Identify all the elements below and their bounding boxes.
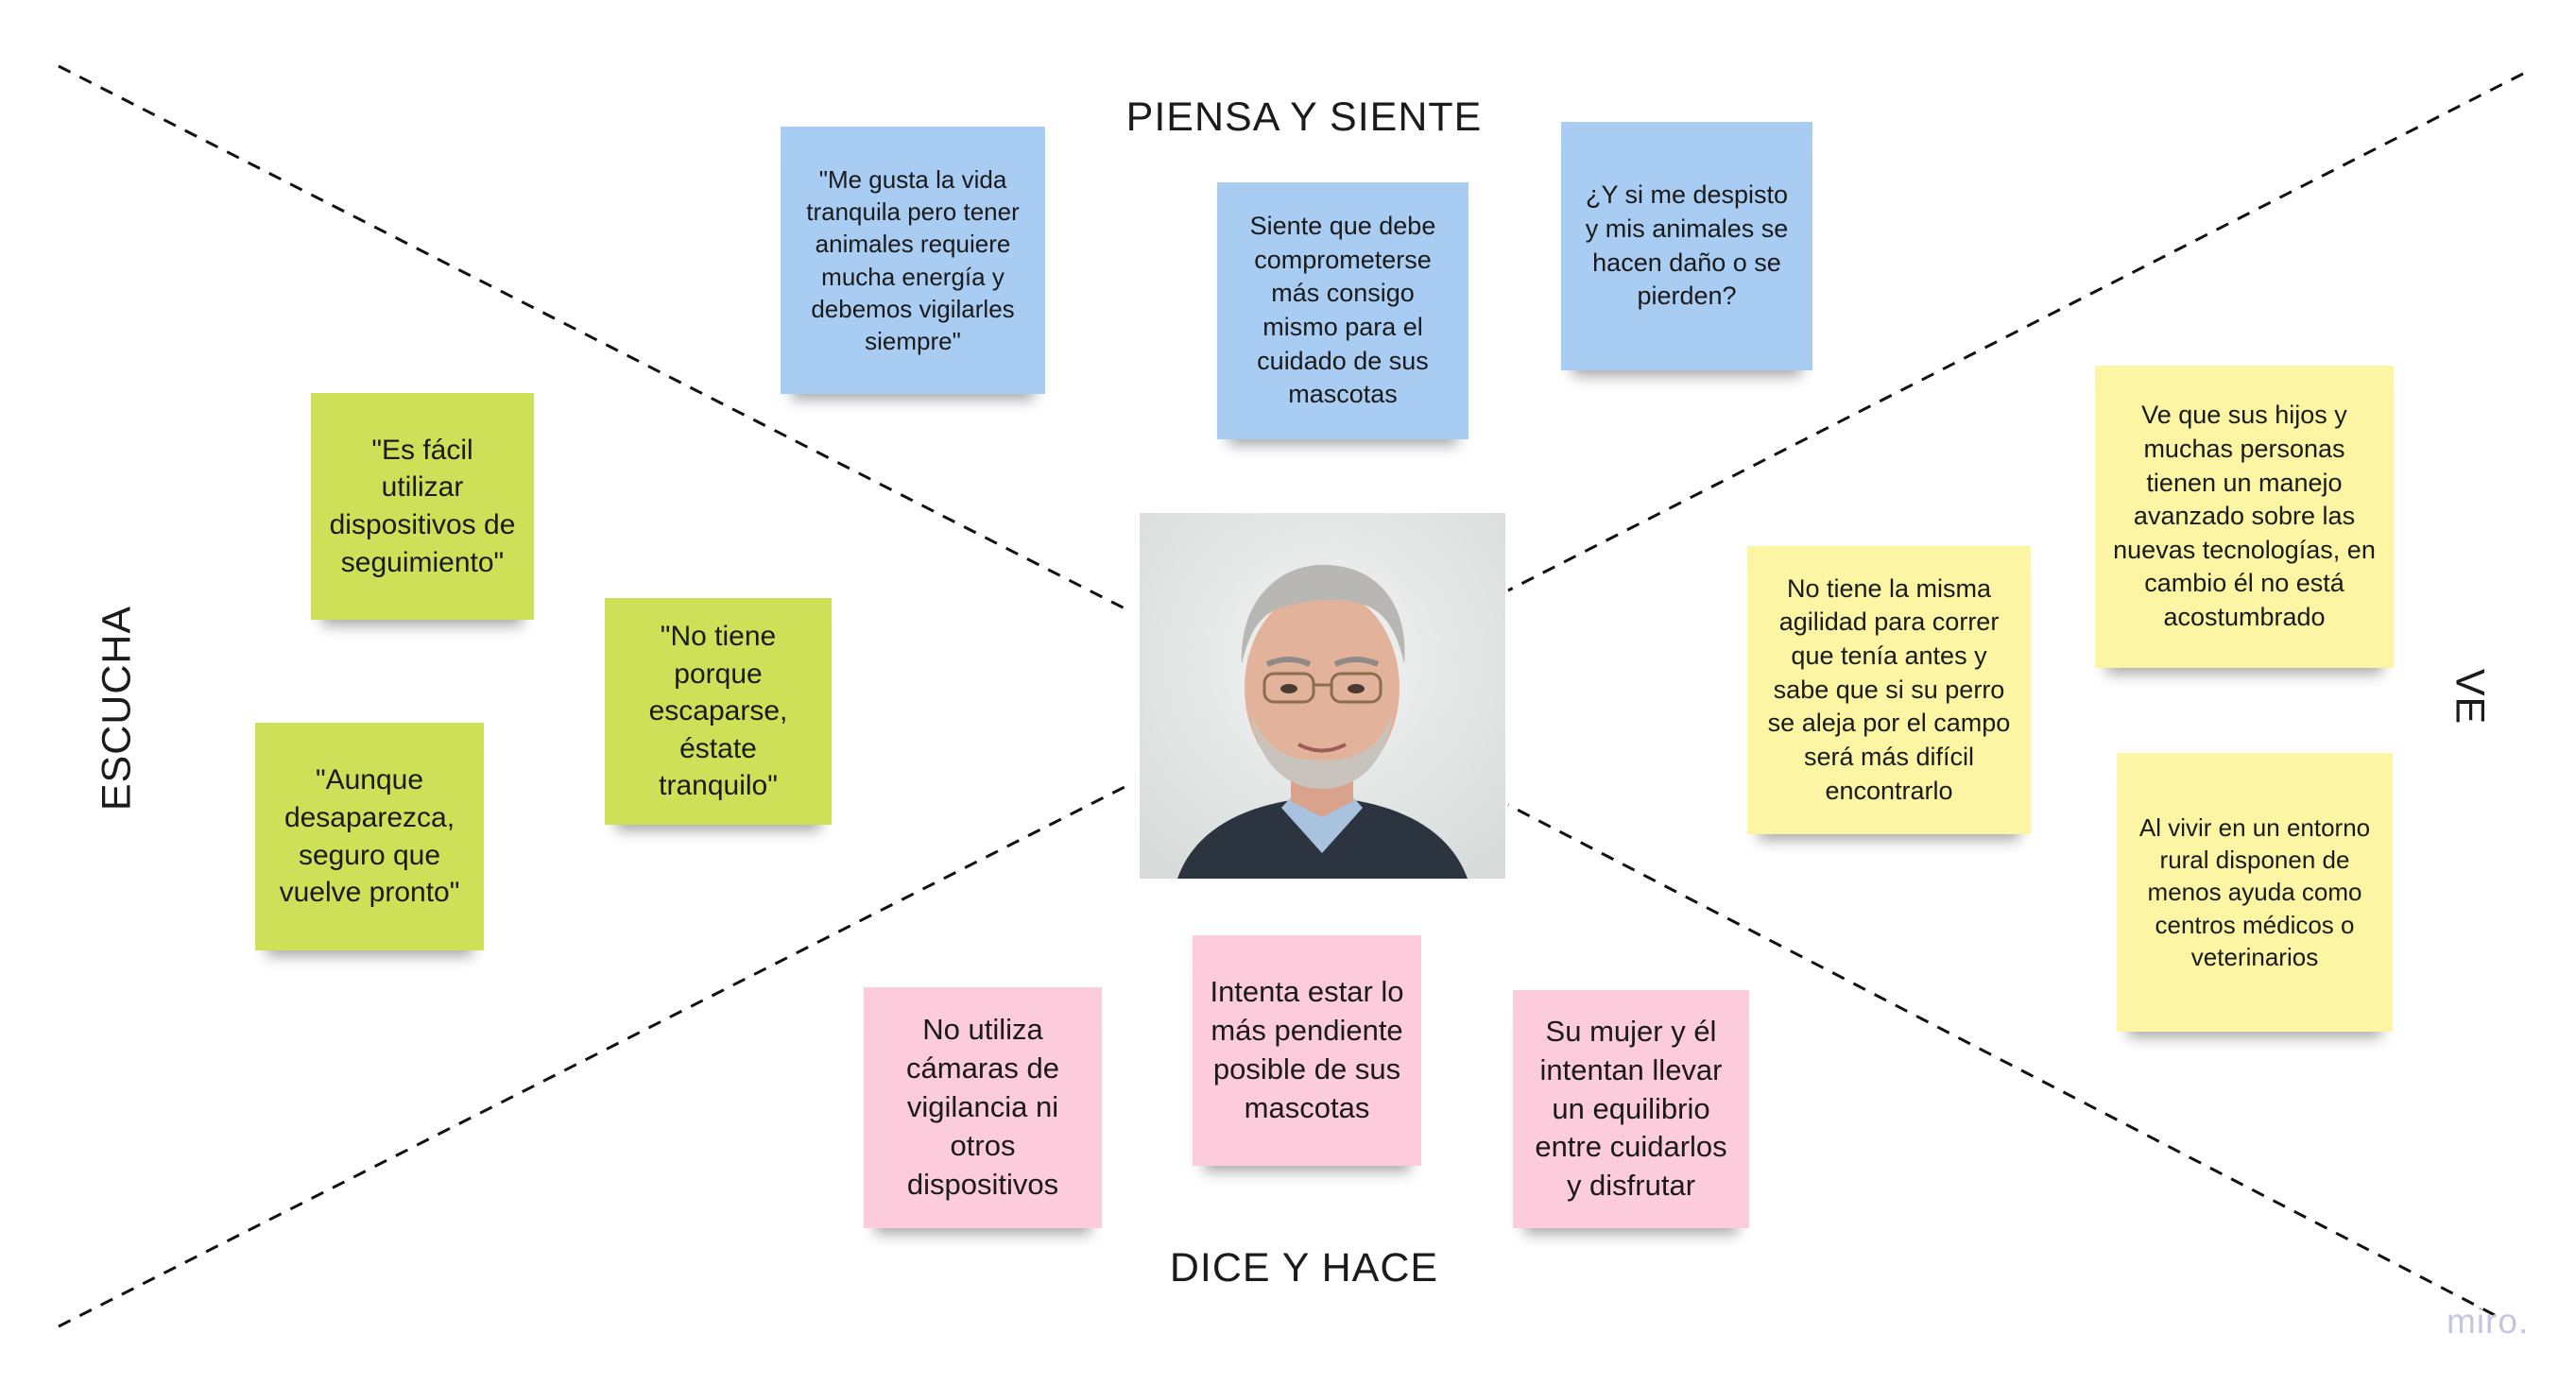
quadrant-title-thinks-feels: PIENSA Y SIENTE xyxy=(1125,94,1483,140)
sticky-note-text: "No tiene porque escaparse, éstate tranq… xyxy=(648,621,788,802)
sticky-note-text: Siente que debe comprometerse más consig… xyxy=(1249,212,1436,409)
portrait-photo-icon xyxy=(1140,513,1505,879)
sticky-note-text: "Me gusta la vida tranquila pero tener a… xyxy=(806,164,1020,356)
quadrant-title-hears: ESCUCHA xyxy=(94,605,140,812)
sticky-note-hears-2[interactable]: "No tiene porque escaparse, éstate tranq… xyxy=(605,598,832,825)
quadrant-title-sees: VE xyxy=(2447,668,2493,726)
sticky-note-text: ¿Y si me despisto y mis animales se hace… xyxy=(1585,180,1789,311)
sticky-note-sees-3[interactable]: Al vivir en un entorno rural disponen de… xyxy=(2117,753,2393,1032)
sticky-note-sees-2[interactable]: No tiene la misma agilidad para correr q… xyxy=(1747,546,2031,834)
sticky-note-text: Al vivir en un entorno rural disponen de… xyxy=(2138,812,2371,971)
sticky-note-thinks-2[interactable]: Siente que debe comprometerse más consig… xyxy=(1217,182,1468,439)
sticky-note-text: No utiliza cámaras de vigilancia ni otro… xyxy=(906,1013,1059,1201)
persona-portrait xyxy=(1140,513,1505,879)
sticky-note-text: "Es fácil utilizar dispositivos de segui… xyxy=(329,434,516,578)
divider-bottom-left xyxy=(58,782,1131,1328)
divider-bottom-right xyxy=(1507,803,2496,1317)
divider-top-left xyxy=(58,64,1131,613)
sticky-note-text: Ve que sus hijos y muchas personas tiene… xyxy=(2113,401,2376,632)
quadrant-title-says-does: DICE Y HACE xyxy=(1169,1245,1439,1291)
sticky-note-hears-1[interactable]: "Es fácil utilizar dispositivos de segui… xyxy=(311,393,534,620)
sticky-note-sees-1[interactable]: Ve que sus hijos y muchas personas tiene… xyxy=(2095,366,2394,668)
sticky-note-thinks-1[interactable]: "Me gusta la vida tranquila pero tener a… xyxy=(781,127,1045,394)
sticky-note-does-3[interactable]: Su mujer y él intentan llevar un equilib… xyxy=(1513,990,1749,1228)
sticky-note-does-2[interactable]: Intenta estar lo más pendiente posible d… xyxy=(1193,935,1421,1166)
sticky-note-text: "Aunque desaparezca, seguro que vuelve p… xyxy=(279,764,460,909)
divider-top-right xyxy=(1507,72,2524,592)
sticky-note-text: Su mujer y él intentan llevar un equilib… xyxy=(1535,1014,1727,1203)
sticky-note-hears-3[interactable]: "Aunque desaparezca, seguro que vuelve p… xyxy=(255,723,484,950)
sticky-note-thinks-3[interactable]: ¿Y si me despisto y mis animales se hace… xyxy=(1561,122,1812,370)
sticky-note-text: Intenta estar lo más pendiente posible d… xyxy=(1210,975,1404,1124)
sticky-note-does-1[interactable]: No utiliza cámaras de vigilancia ni otro… xyxy=(864,987,1102,1228)
sticky-note-text: No tiene la misma agilidad para correr q… xyxy=(1767,573,2011,805)
miro-logo-watermark: miro. xyxy=(2447,1302,2530,1341)
